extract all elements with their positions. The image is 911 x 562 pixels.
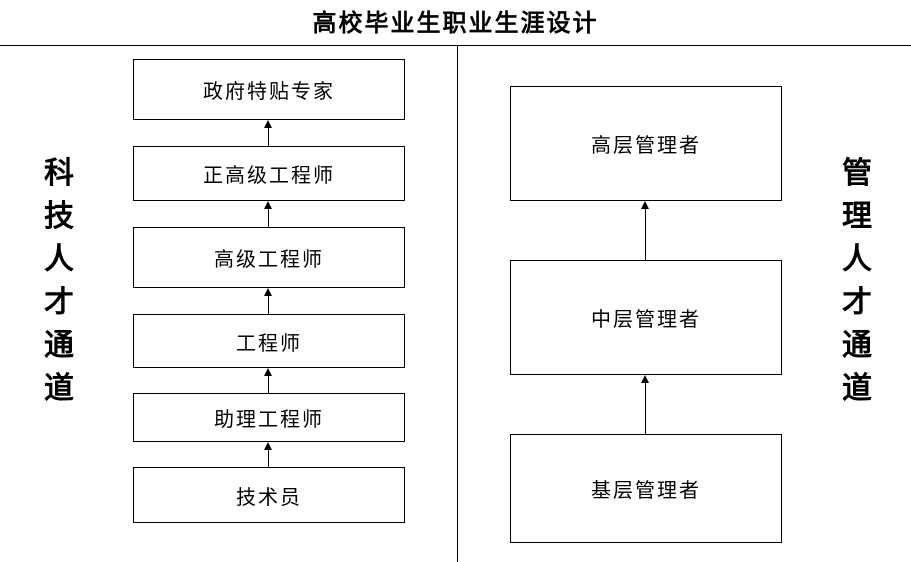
mgmt-level-box: 高层管理者	[510, 86, 782, 201]
tech-level-box: 技术员	[133, 467, 405, 523]
tech-level-box: 助理工程师	[133, 393, 405, 442]
left-side-char: 道	[44, 371, 74, 406]
tech-level-box: 正高级工程师	[133, 146, 405, 201]
right-side-label: 管 理 人 才 通 道	[835, 152, 879, 410]
right-side-char: 道	[842, 371, 872, 406]
left-side-char: 通	[44, 328, 74, 363]
left-side-char: 才	[44, 285, 74, 320]
title-divider	[0, 45, 911, 46]
center-divider	[457, 46, 458, 562]
right-side-char: 通	[842, 328, 872, 363]
left-side-char: 技	[44, 199, 74, 234]
page-title: 高校毕业生职业生涯设计	[312, 9, 599, 37]
left-side-char: 人	[44, 242, 74, 277]
left-side-label: 科 技 人 才 通 道	[37, 152, 81, 410]
mgmt-level-box: 基层管理者	[510, 434, 782, 543]
right-side-char: 管	[842, 156, 872, 191]
left-side-char: 科	[44, 156, 74, 191]
tech-level-box: 政府特贴专家	[133, 59, 405, 120]
tech-level-box: 工程师	[133, 314, 405, 368]
right-side-char: 理	[842, 199, 872, 234]
mgmt-level-box: 中层管理者	[510, 260, 782, 375]
right-side-char: 人	[842, 242, 872, 277]
right-side-char: 才	[842, 285, 872, 320]
tech-level-box: 高级工程师	[133, 227, 405, 288]
